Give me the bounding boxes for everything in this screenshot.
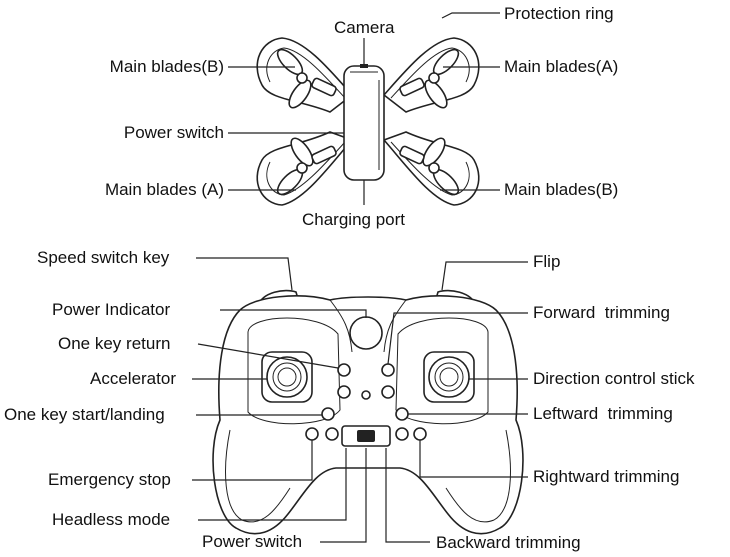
label-power-switch-controller: Power switch <box>202 532 303 551</box>
propeller-b-bottom-right <box>422 137 460 196</box>
emergency-stop-button <box>305 427 319 441</box>
controller-power-switch <box>341 425 391 447</box>
label-accelerator: Accelerator <box>90 369 176 388</box>
label-direction-control-stick: Direction control stick <box>533 369 695 388</box>
label-power-switch-drone: Power switch <box>123 123 224 142</box>
label-camera: Camera <box>334 18 395 37</box>
label-speed-switch-key: Speed switch key <box>37 248 170 267</box>
right-button-2 <box>381 385 395 399</box>
motor-mounts <box>311 77 425 165</box>
label-protection-ring: Protection ring <box>504 4 614 23</box>
left-button-2 <box>337 385 351 399</box>
label-leftward-trimming: Leftward trimming <box>533 404 673 423</box>
camera-lens-icon <box>360 64 368 68</box>
label-main-blades-a-top: Main blades(A) <box>504 57 619 76</box>
power-indicator-ring <box>349 316 383 350</box>
label-backward-trimming: Backward trimming <box>436 533 581 552</box>
drone-body <box>343 64 385 181</box>
label-one-key-start-landing: One key start/landing <box>4 405 165 424</box>
accelerator-stick <box>261 351 313 403</box>
propeller-a-bottom-left <box>276 137 314 196</box>
label-main-blades-b-top: Main blades(B) <box>109 57 224 76</box>
direction-control-stick <box>423 351 475 403</box>
headless-mode-button <box>325 427 339 441</box>
one-key-return-button <box>337 363 351 377</box>
label-forward-trimming: Forward trimming <box>533 303 670 322</box>
label-main-blades-a-bottom: Main blades (A) <box>104 180 224 199</box>
drone-illustration <box>228 12 500 206</box>
backward-trimming-button <box>395 427 409 441</box>
label-rightward-trimming: Rightward trimming <box>533 467 680 486</box>
label-main-blades-b-bottom: Main blades(B) <box>504 180 619 199</box>
label-headless-mode: Headless mode <box>52 510 171 529</box>
label-one-key-return: One key return <box>58 334 171 353</box>
controller-leader-lines <box>192 257 528 543</box>
controller-face-buttons <box>305 363 427 441</box>
one-key-start-landing-button <box>321 407 335 421</box>
forward-trimming-button <box>381 363 395 377</box>
rightward-trimming-button <box>413 427 427 441</box>
label-emergency-stop: Emergency stop <box>48 470 171 489</box>
propeller-b-top-left <box>276 48 312 109</box>
leftward-trimming-button <box>395 407 409 421</box>
controller-illustration <box>192 257 528 543</box>
power-indicator-led <box>361 390 371 400</box>
propeller-a-top-right <box>424 48 460 109</box>
label-flip: Flip <box>533 252 561 271</box>
label-charging-port: Charging port <box>302 210 406 229</box>
label-power-indicator: Power Indicator <box>52 300 171 319</box>
drone-leader-lines <box>228 12 500 205</box>
